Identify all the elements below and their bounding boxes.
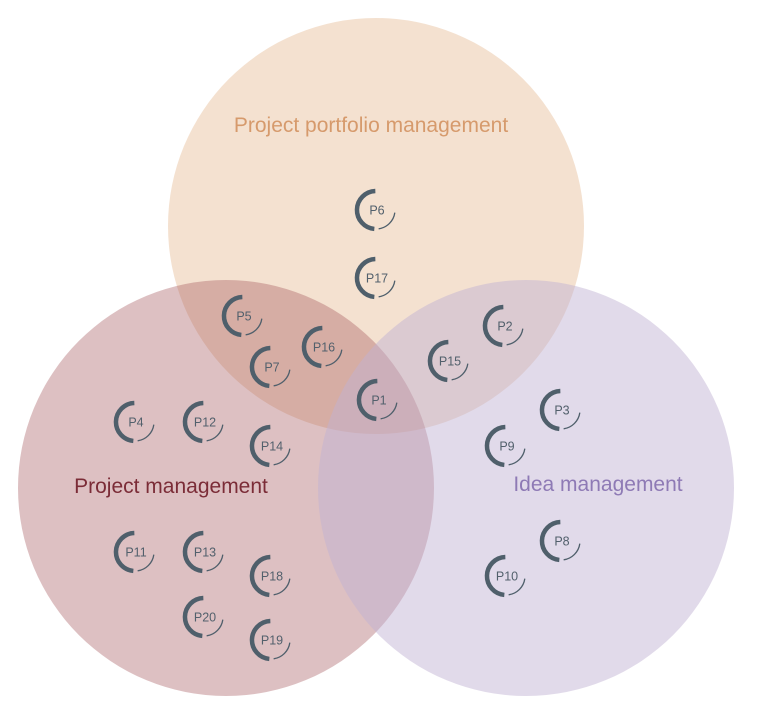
project-node[interactable]: P13 <box>182 530 224 574</box>
project-management-label: Project management <box>74 475 268 498</box>
project-node-label: P2 <box>497 320 512 334</box>
project-node-label: P14 <box>261 440 283 454</box>
project-node[interactable]: P3 <box>539 388 581 432</box>
progress-ring-tail <box>137 554 155 572</box>
project-node-label: P17 <box>366 272 388 286</box>
project-node[interactable]: P5 <box>221 294 263 338</box>
project-node-label: P13 <box>194 546 216 560</box>
project-node[interactable]: P2 <box>482 304 524 348</box>
set-circles <box>18 18 734 696</box>
progress-ring-icon <box>427 339 449 383</box>
project-node-label: P6 <box>369 204 384 218</box>
project-node-label: P9 <box>499 440 514 454</box>
progress-ring-icon <box>539 519 561 563</box>
progress-ring-tail <box>508 448 526 466</box>
project-node[interactable]: P4 <box>113 400 155 444</box>
progress-ring-icon <box>249 345 271 389</box>
progress-ring-icon <box>301 325 323 369</box>
progress-ring-icon <box>113 530 135 574</box>
project-node-label: P7 <box>264 361 279 375</box>
project-node[interactable]: P18 <box>249 554 291 598</box>
portfolio-management-circle[interactable] <box>168 18 584 434</box>
progress-ring-icon <box>354 188 376 232</box>
progress-ring-tail <box>273 642 291 660</box>
project-node[interactable]: P14 <box>249 424 291 468</box>
project-node[interactable]: P11 <box>113 530 155 574</box>
project-nodes: P1P2P3P4P5P6P7P8P9P10P11P12P13P14P15P16P… <box>113 188 581 662</box>
project-node[interactable]: P10 <box>484 554 526 598</box>
project-node[interactable]: P12 <box>182 400 224 444</box>
progress-ring-tail <box>563 543 581 561</box>
progress-ring-icon <box>182 400 204 444</box>
progress-ring-icon <box>249 554 271 598</box>
progress-ring-tail <box>325 349 343 367</box>
idea-management-circle[interactable] <box>318 280 734 696</box>
progress-ring-tail <box>137 424 155 442</box>
progress-ring-icon <box>354 256 376 300</box>
project-node[interactable]: P9 <box>484 424 526 468</box>
progress-ring-icon <box>484 424 506 468</box>
project-node-label: P10 <box>496 570 518 584</box>
project-node[interactable]: P1 <box>356 378 398 422</box>
project-node[interactable]: P17 <box>354 256 396 300</box>
progress-ring-tail <box>206 619 224 637</box>
project-node-label: P12 <box>194 416 216 430</box>
project-node-label: P15 <box>439 355 461 369</box>
progress-ring-icon <box>482 304 504 348</box>
progress-ring-icon <box>249 618 271 662</box>
progress-ring-icon <box>182 530 204 574</box>
progress-ring-icon <box>539 388 561 432</box>
project-management-circle[interactable] <box>18 280 434 696</box>
progress-ring-tail <box>378 280 396 298</box>
project-node-label: P20 <box>194 611 216 625</box>
progress-ring-tail <box>273 369 291 387</box>
progress-ring-tail <box>506 328 524 346</box>
progress-ring-icon <box>182 595 204 639</box>
progress-ring-tail <box>380 402 398 420</box>
project-node-label: P8 <box>554 535 569 549</box>
progress-ring-icon <box>484 554 506 598</box>
project-node[interactable]: P16 <box>301 325 343 369</box>
project-node-label: P18 <box>261 570 283 584</box>
progress-ring-icon <box>249 424 271 468</box>
project-node-label: P16 <box>313 341 335 355</box>
progress-ring-tail <box>378 212 396 230</box>
project-node[interactable]: P7 <box>249 345 291 389</box>
progress-ring-tail <box>451 363 469 381</box>
project-node-label: P11 <box>125 546 146 560</box>
project-node-label: P4 <box>128 416 143 430</box>
project-node[interactable]: P8 <box>539 519 581 563</box>
project-node[interactable]: P15 <box>427 339 469 383</box>
progress-ring-tail <box>245 318 263 336</box>
set-labels: Project portfolio management Project man… <box>74 114 683 498</box>
progress-ring-tail <box>563 412 581 430</box>
project-node-label: P1 <box>371 394 386 408</box>
progress-ring-tail <box>273 578 291 596</box>
project-node-label: P5 <box>236 310 251 324</box>
project-node[interactable]: P6 <box>354 188 396 232</box>
progress-ring-tail <box>273 448 291 466</box>
progress-ring-icon <box>113 400 135 444</box>
project-node-label: P3 <box>554 404 569 418</box>
project-node[interactable]: P20 <box>182 595 224 639</box>
project-node-label: P19 <box>261 634 283 648</box>
progress-ring-icon <box>221 294 243 338</box>
portfolio-management-label: Project portfolio management <box>234 114 508 137</box>
progress-ring-tail <box>508 578 526 596</box>
progress-ring-tail <box>206 424 224 442</box>
progress-ring-icon <box>356 378 378 422</box>
idea-management-label: Idea management <box>513 473 682 496</box>
project-node[interactable]: P19 <box>249 618 291 662</box>
progress-ring-tail <box>206 554 224 572</box>
